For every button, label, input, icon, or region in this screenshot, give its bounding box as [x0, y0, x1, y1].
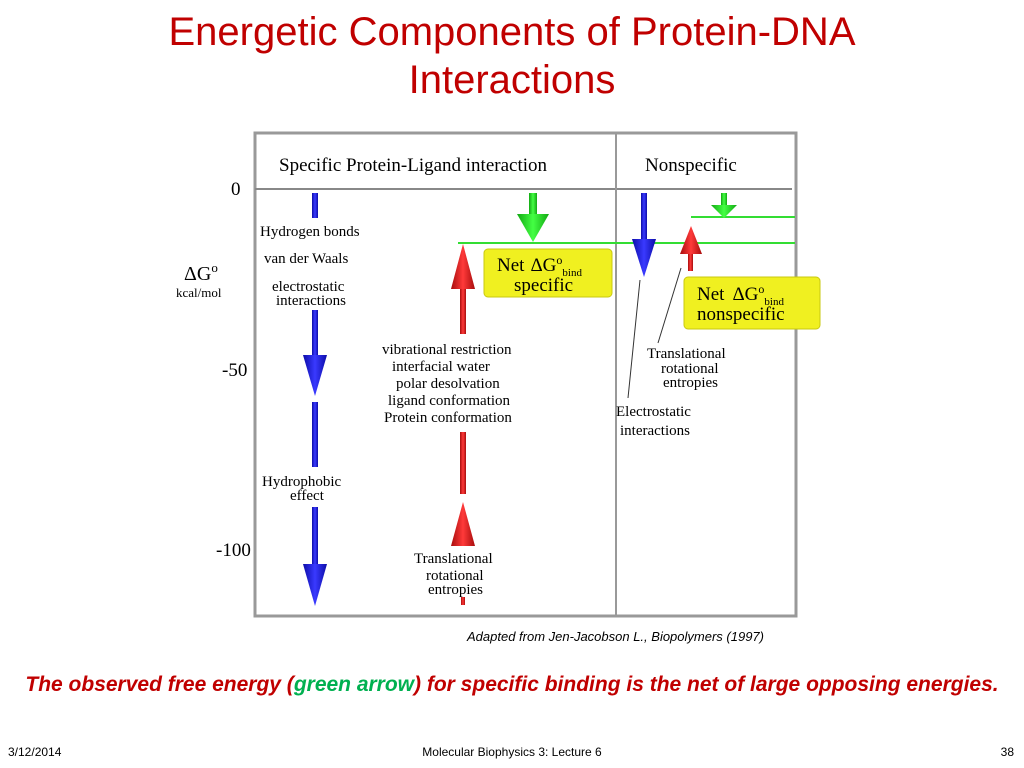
caption-part-2: ) for specific binding is the net of lar… [414, 673, 999, 696]
label-vdw: van der Waals [264, 251, 348, 267]
label-hydrophobic: Hydrophobic [262, 474, 341, 490]
hydrophobic-arrow-lower [303, 507, 327, 606]
source-note: Adapted from Jen-Jacobson L., Biopolymer… [467, 629, 764, 644]
net-specific-arrow [517, 193, 549, 242]
header-nonspecific: Nonspecific [645, 155, 737, 176]
diagram-frame [253, 131, 798, 618]
net-specific-net: Net [497, 255, 525, 276]
label-rotational: rotational [426, 568, 483, 584]
ns-electrostatic-arrow [632, 193, 656, 277]
ns-label-translational: Translational [647, 346, 726, 362]
conformation-arrow [460, 432, 466, 494]
footer-date: 3/12/2014 [8, 745, 62, 759]
y-axis-label: ΔGo kcal/mol [176, 260, 222, 300]
ns-label-entropies: entropies [663, 375, 718, 391]
leader-ns-electrostatic [627, 279, 641, 399]
hbond-arrow [312, 193, 318, 218]
label-hbond: Hydrogen bonds [260, 224, 360, 240]
y-axis-superscript: o [211, 260, 218, 275]
caption-green-arrow: green arrow [293, 673, 415, 696]
label-electrostatic: electrostatic [272, 279, 345, 295]
slide-title: Energetic Components of Protein-DNA Inte… [0, 8, 1024, 104]
y-tick-minus-100: -100 [216, 540, 251, 561]
net-specific-sub: bind [562, 267, 582, 279]
net-nonspecific-box: Net ΔGobind nonspecific [683, 276, 821, 330]
slide-title-line-2: Interactions [408, 58, 616, 102]
label-interfacial-water: interfacial water [392, 359, 490, 375]
label-translational: Translational [414, 551, 493, 567]
net-specific-word: specific [514, 275, 573, 296]
net-nonspecific-word: nonspecific [697, 304, 785, 325]
ns-entropy-arrow [680, 226, 702, 271]
hydrophobic-arrow-upper [312, 402, 318, 467]
slide-title-line-1: Energetic Components of Protein-DNA [168, 10, 856, 54]
label-effect: effect [290, 488, 325, 504]
label-polar-desolvation: polar desolvation [396, 376, 500, 392]
y-axis-unit: kcal/mol [176, 285, 222, 300]
net-nonspecific-dg: ΔG [732, 284, 758, 305]
footer-lecture: Molecular Biophysics 3: Lecture 6 [422, 745, 602, 759]
ns-label-electrostatic: Electrostatic [616, 404, 691, 420]
label-entropies: entropies [428, 582, 483, 598]
vibrational-arrow [451, 244, 475, 334]
label-ligand-conformation: ligand conformation [388, 393, 511, 409]
electrostatic-arrow [303, 310, 327, 396]
net-nonspecific-net: Net [697, 284, 725, 305]
y-tick-0: 0 [231, 179, 241, 200]
header-specific: Specific Protein-Ligand interaction [279, 155, 548, 176]
net-nonspecific-sub: bind [764, 296, 784, 308]
y-tick-minus-50: -50 [222, 360, 247, 381]
translational-arrow-tail [461, 597, 465, 605]
label-vibrational: vibrational restriction [382, 342, 512, 358]
ns-label-rotational: rotational [661, 361, 718, 377]
net-specific-sup: o [556, 253, 562, 267]
net-specific-dg: ΔG [530, 255, 556, 276]
ns-label-interactions: interactions [620, 423, 690, 439]
net-nonspecific-arrow [711, 193, 737, 218]
net-nonspecific-sup: o [758, 282, 764, 296]
translational-arrow [451, 502, 475, 546]
y-axis-symbol: ΔG [184, 263, 211, 285]
caption: The observed free energy (green arrow) f… [0, 670, 1024, 700]
footer-page-number: 38 [1000, 745, 1014, 759]
leader-ns-translational [657, 267, 682, 344]
svg-text:ΔGo: ΔGo [184, 260, 218, 285]
label-interactions: interactions [276, 293, 346, 309]
label-protein-conformation: Protein conformation [384, 410, 512, 426]
caption-part-1: The observed free energy ( [25, 673, 294, 696]
